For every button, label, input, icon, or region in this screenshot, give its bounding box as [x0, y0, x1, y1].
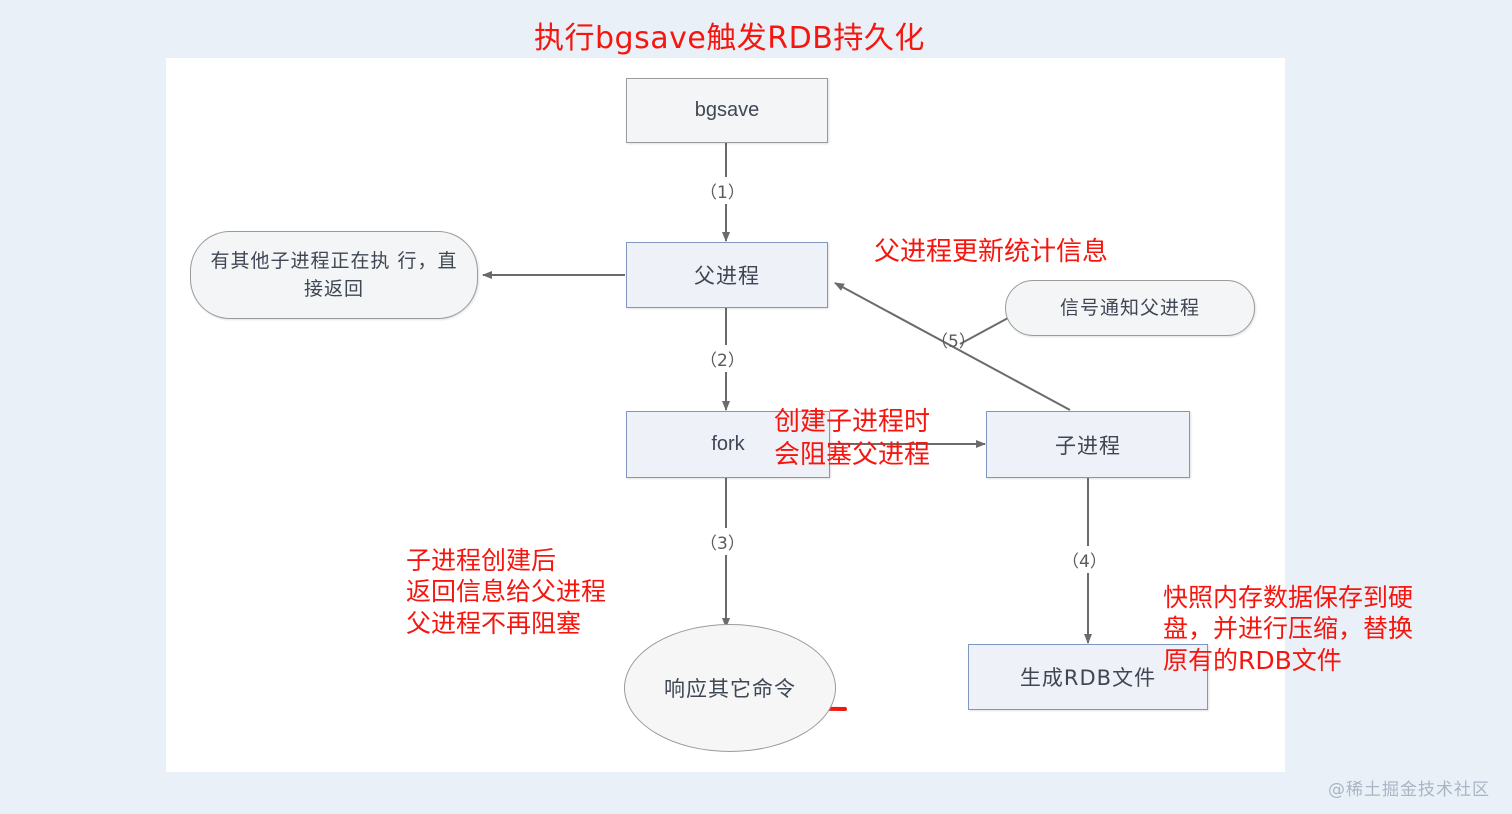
node-bgsave[interactable]: bgsave [626, 78, 828, 143]
node-signal-notify-parent-label: 信号通知父进程 [1059, 296, 1200, 319]
edge-label-step-1: （1） [698, 177, 747, 204]
node-generate-rdb-file[interactable]: 生成RDB文件 [968, 644, 1208, 710]
node-respond-other-commands[interactable]: 响应其它命令 [624, 624, 836, 752]
node-generate-rdb-file-label: 生成RDB文件 [1019, 666, 1157, 690]
node-other-child-running[interactable]: 有其他子进程正在执 行，直接返回 [190, 231, 478, 319]
edge-label-step-4: （4） [1060, 546, 1109, 573]
annotation-snapshot-note: 快照内存数据保存到硬 盘，并进行压缩，替换 原有的RDB文件 [1163, 583, 1414, 675]
edge-label-step-5: （5） [931, 332, 976, 352]
node-respond-other-commands-label: 响应其它命令 [664, 677, 796, 701]
node-signal-notify-parent[interactable]: 信号通知父进程 [1005, 280, 1255, 336]
node-other-child-running-label: 有其他子进程正在执 行，直接返回 [210, 249, 458, 301]
node-fork[interactable]: fork [626, 411, 830, 478]
node-parent-process[interactable]: 父进程 [626, 242, 828, 308]
node-fork-label: fork [711, 433, 745, 455]
node-bgsave-label: bgsave [694, 99, 760, 121]
edge-label-step-3: （3） [698, 528, 747, 555]
node-parent-process-label: 父进程 [694, 264, 760, 288]
watermark: @稀土掘金技术社区 [1328, 780, 1490, 800]
annotation-fork-blocks-parent: 创建子进程时 会阻塞父进程 [774, 407, 931, 470]
annotation-child-created-note: 子进程创建后 返回信息给父进程 父进程不再阻塞 [406, 546, 607, 638]
title-annotation: 执行bgsave触发RDB持久化 [534, 21, 925, 56]
annotation-parent-update-stats: 父进程更新统计信息 [874, 237, 1109, 267]
edge-label-step-2: （2） [698, 345, 747, 372]
node-child-process[interactable]: 子进程 [986, 411, 1190, 478]
node-child-process-label: 子进程 [1055, 433, 1121, 458]
